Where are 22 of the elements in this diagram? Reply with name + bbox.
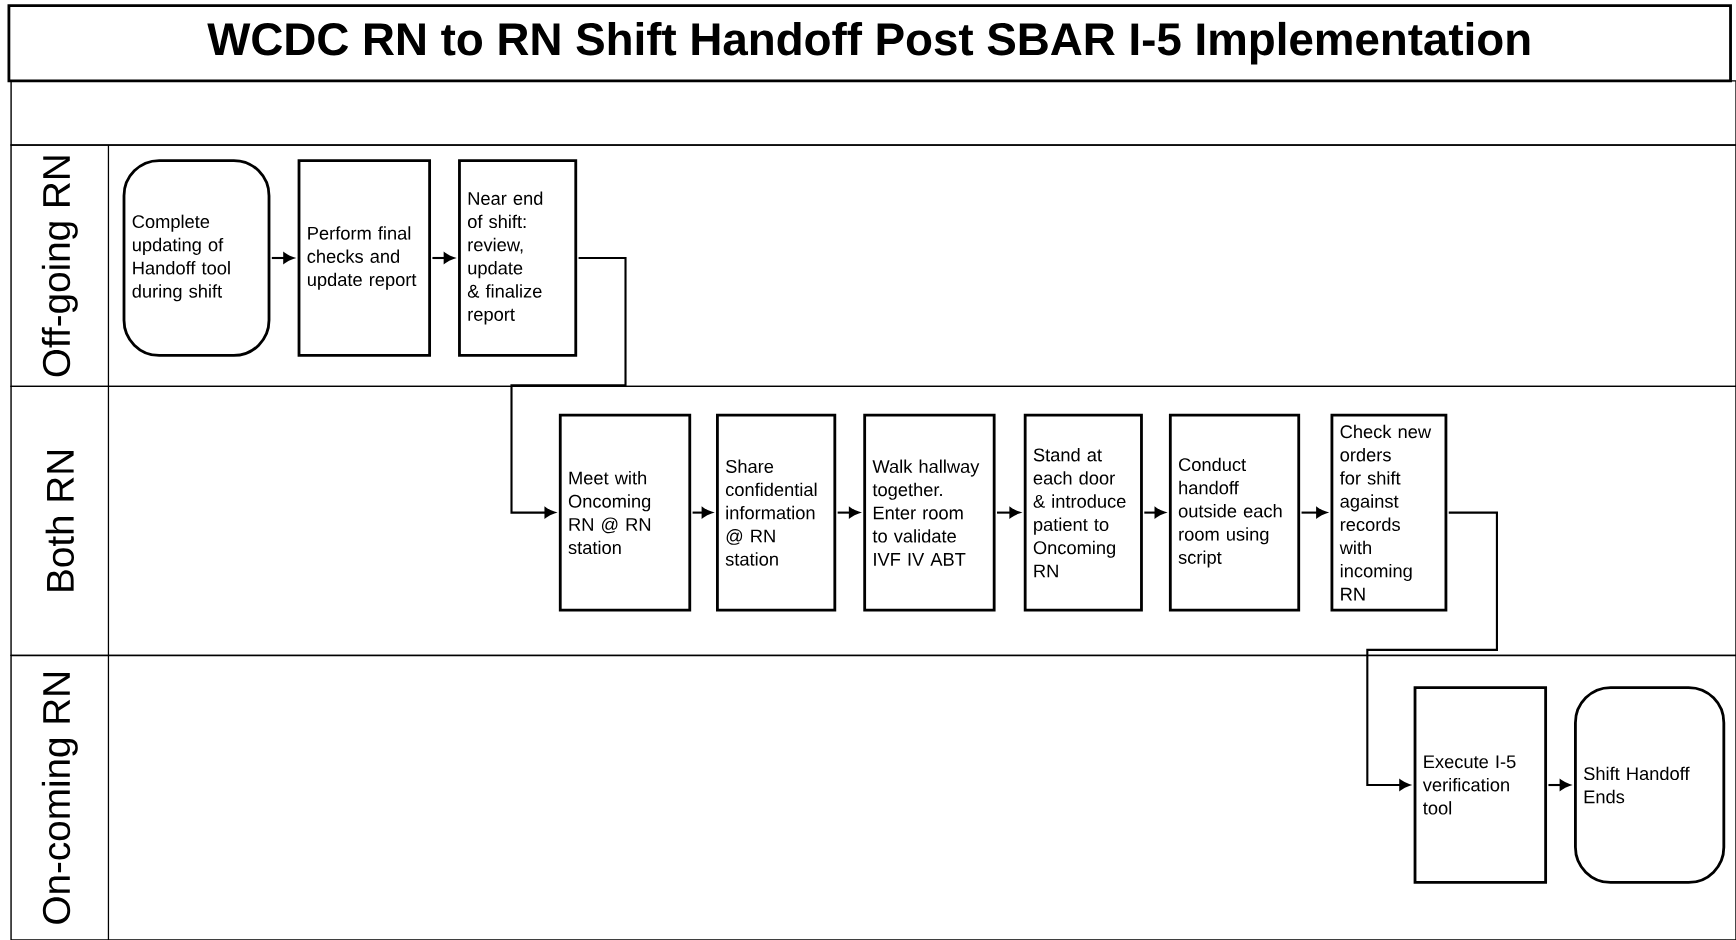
title-box: WCDC RN to RN Shift Handoff Post SBAR I-5 Implementation <box>7 4 1732 83</box>
arrow <box>837 507 860 518</box>
arrow <box>271 252 294 264</box>
process-box: Conduct handoff outside each room using script <box>1168 413 1301 612</box>
terminal-box: Complete updating of Handoff tool during shift <box>122 159 271 357</box>
process-box: Perform final checks and update report <box>297 159 431 357</box>
arrow <box>1144 507 1166 518</box>
arrow <box>692 507 713 518</box>
arrow <box>1366 511 1498 791</box>
arrow <box>432 252 455 264</box>
arrow <box>1301 507 1327 518</box>
process-box: Near end of shift: review, update & finalize report <box>458 159 578 357</box>
process-box: Check new orders for shift against records with incoming RN <box>1330 413 1448 612</box>
process-box: Share confidential information @ RN station <box>716 413 837 612</box>
arrow <box>510 256 627 518</box>
process-box: Stand at each door & introduce patient to Oncoming RN <box>1023 413 1143 612</box>
terminal-box: Shift Handoff Ends <box>1574 686 1726 884</box>
process-box: Walk hallway together. Enter room to validate IVF IV ABT <box>863 413 996 612</box>
arrow <box>1548 779 1571 791</box>
arrow <box>997 507 1021 518</box>
process-box: Execute I-5 verification tool <box>1413 686 1548 884</box>
process-box: Meet with Oncoming RN @ RN station <box>558 413 692 612</box>
